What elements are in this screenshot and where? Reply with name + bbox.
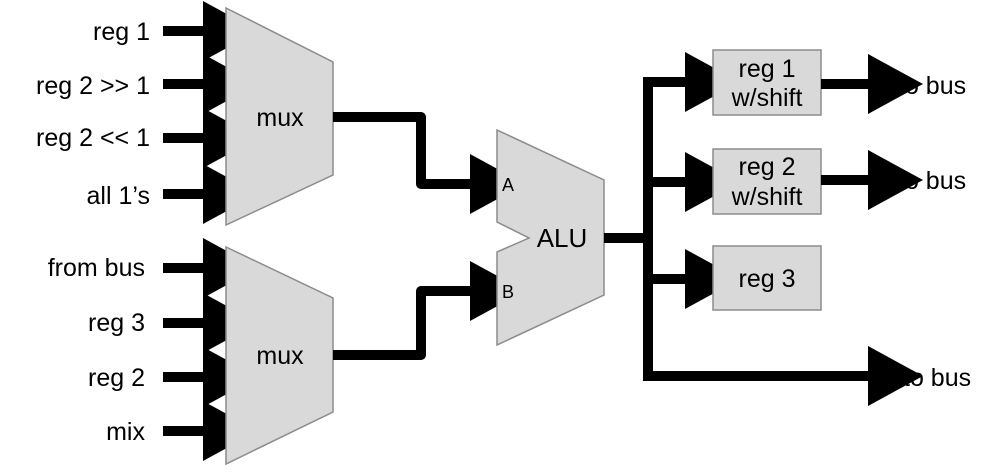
mux-top-input-label-1: reg 1 (93, 18, 150, 46)
mux-top-input-label-4: all 1’s (87, 182, 150, 210)
alu-block (496, 128, 605, 347)
mux-bottom-input-label-4: mix (106, 418, 145, 446)
mux-bottom-block (225, 245, 334, 466)
mux-top-input-label-3: reg 2 << 1 (36, 124, 150, 152)
mux-top-input-arrows (163, 1, 258, 224)
alu-port-a-label: A (502, 175, 514, 195)
wire-mux-bottom-to-alu-b (333, 261, 525, 360)
mux-bottom-input-arrows (163, 238, 258, 461)
reg1-label-line1: reg 1 (739, 55, 796, 83)
reg2-label-line1: reg 2 (739, 153, 796, 181)
reg3-label: reg 3 (739, 265, 796, 293)
output-label-reg2: to bus (898, 167, 966, 195)
mux-bottom-label: mux (256, 342, 304, 370)
mux-bottom-input-label-1: from bus (48, 254, 145, 282)
register-output-arrows (821, 54, 923, 210)
reg2-label-line2: w/shift (731, 183, 803, 211)
reg2-block (712, 148, 822, 215)
alu-label: ALU (537, 223, 588, 253)
alu-port-b-label: B (502, 282, 514, 302)
mux-top-block (225, 6, 334, 227)
reg1-label-line2: w/shift (731, 84, 803, 112)
mux-top-input-label-2: reg 2 >> 1 (36, 72, 150, 100)
mux-bottom-input-label-3: reg 2 (88, 364, 145, 392)
reg3-block (712, 245, 822, 311)
mux-bottom-input-label-2: reg 3 (88, 309, 145, 337)
alu-output-bus (604, 52, 923, 406)
output-label-alu: to bus (903, 364, 971, 392)
mux-top-label: mux (256, 104, 304, 132)
output-label-reg1: to bus (898, 72, 966, 100)
wire-mux-top-to-alu-a (333, 112, 525, 214)
reg1-block (712, 49, 822, 116)
